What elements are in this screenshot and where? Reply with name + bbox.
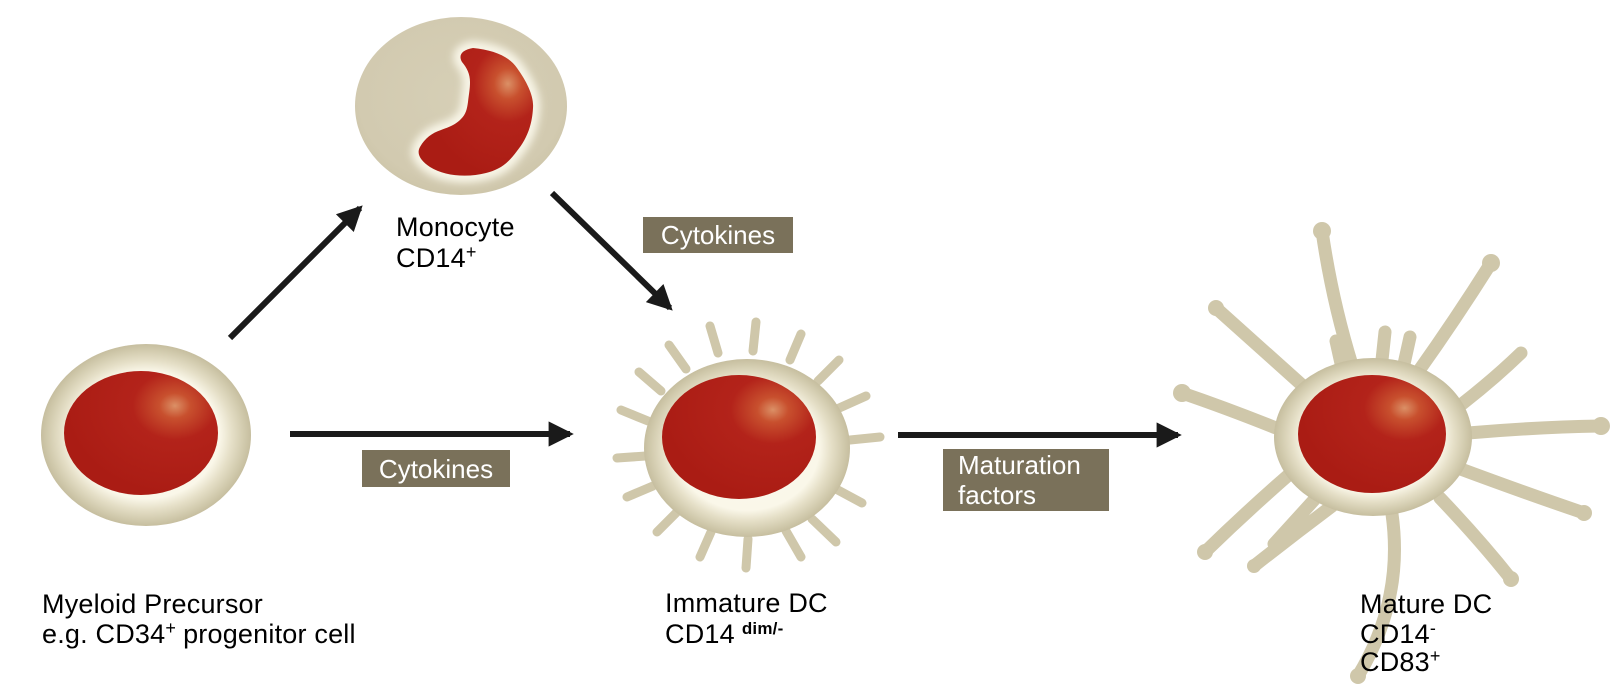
maturation-factors-box: Maturation factors [943, 449, 1109, 511]
mature-dc-cell [1173, 222, 1610, 684]
mature-dc-label: Mature DC CD14- CD83+ [1360, 589, 1492, 677]
cytokines-upper-label: Cytokines [661, 220, 775, 250]
cytokines-upper-box-bg [643, 217, 793, 253]
immature-dc-cell [612, 317, 885, 573]
mature-dc-nucleus [1298, 375, 1446, 493]
arrow-group [227, 190, 1182, 448]
mature-dc-dendrite-tips [1173, 222, 1610, 684]
myeloid-precursor-name: Myeloid Precursor [42, 589, 263, 619]
monocyte-marker: CD14+ [396, 242, 477, 273]
cytokines-lower-label: Cytokines [379, 454, 493, 484]
maturation-factors-label-line2: factors [958, 480, 1036, 510]
myeloid-precursor-label: Myeloid Precursor e.g. CD34+progenitor c… [42, 589, 356, 649]
monocyte-label: Monocyte CD14+ [396, 212, 515, 273]
cytokines-upper-box: Cytokines [643, 217, 793, 253]
monocyte-kidney-nucleus [418, 48, 534, 176]
mature-dc-marker1: CD14- [1360, 618, 1436, 649]
arrow-monocyte-to-immature-dc [549, 190, 673, 311]
mature-dc-dendrites [1175, 224, 1608, 683]
monocyte-name: Monocyte [396, 212, 515, 242]
myeloid-precursor-nucleus [64, 371, 218, 495]
maturation-factors-label-line1: Maturation [958, 450, 1081, 480]
arrow-precursor-to-monocyte [227, 205, 363, 341]
myeloid-precursor-cell [41, 344, 251, 526]
immature-dc-spikes [612, 317, 885, 573]
myeloid-precursor-subtitle: e.g. CD34+progenitor cell [42, 618, 356, 649]
cytokines-lower-box-bg [362, 450, 510, 487]
immature-dc-name: Immature DC [665, 588, 828, 618]
mature-dc-name: Mature DC [1360, 589, 1492, 619]
mature-dc-marker2: CD83+ [1360, 646, 1441, 677]
monocyte-cell [355, 17, 567, 195]
immature-dc-nucleus [662, 375, 816, 499]
cytokines-lower-box: Cytokines [362, 450, 510, 487]
maturation-factors-box-bg [943, 449, 1109, 511]
